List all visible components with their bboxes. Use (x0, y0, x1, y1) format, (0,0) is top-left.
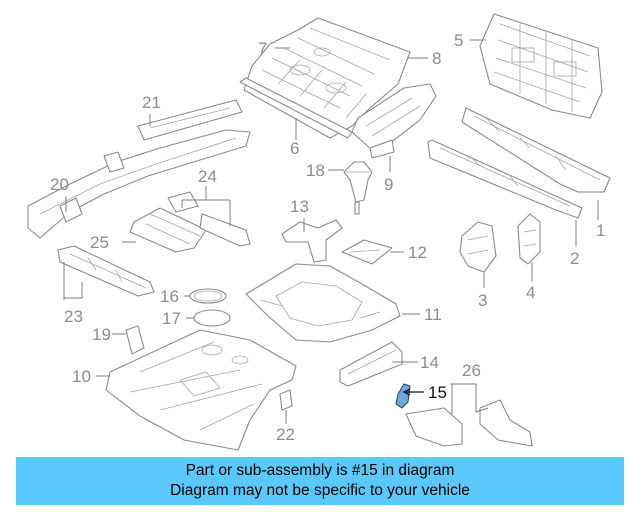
callout-18: 18 (306, 161, 325, 180)
part-y-bracket[interactable] (281, 219, 343, 263)
part-side-rail[interactable] (27, 129, 251, 239)
callout-20: 20 (50, 175, 69, 194)
callout-12: 12 (408, 243, 427, 262)
part-cover-26[interactable] (405, 399, 533, 447)
callout-1: 1 (596, 221, 605, 240)
part-rear-crossmember[interactable] (427, 107, 611, 219)
info-banner: Part or sub-assembly is #15 in diagram D… (16, 457, 624, 505)
callout-24: 24 (198, 167, 217, 186)
part-small-plate[interactable] (341, 239, 393, 265)
callout-13: 13 (290, 197, 309, 216)
callout-11: 11 (424, 305, 442, 324)
callout-22: 22 (276, 425, 295, 444)
callout-7: 7 (258, 39, 267, 58)
banner-line-2: Diagram may not be specific to your vehi… (170, 482, 470, 499)
callout-16: 16 (160, 287, 179, 306)
part-rear-floor-pan[interactable] (105, 329, 297, 451)
callout-21: 21 (142, 93, 161, 112)
part-bracket-19[interactable] (125, 325, 145, 355)
callout-19: 19 (92, 325, 111, 344)
callout-17: 17 (162, 309, 181, 328)
callout-26: 26 (462, 361, 481, 380)
part-bracket-4[interactable] (517, 213, 541, 265)
callout-numbers: 1 2 3 4 5 6 7 8 9 10 11 12 13 14 15 16 1… (50, 31, 605, 444)
part-15-bracket-highlighted[interactable] (395, 383, 424, 409)
callout-5: 5 (454, 31, 463, 50)
part-grommet-17[interactable] (193, 309, 231, 327)
part-clip-22[interactable] (279, 389, 293, 411)
part-sill-bracket[interactable] (57, 245, 155, 297)
leader-lines (63, 39, 599, 424)
part-seat-bracket[interactable] (129, 191, 251, 253)
part-rail-upper[interactable] (137, 99, 243, 141)
banner-line-1: Part or sub-assembly is #15 in diagram (185, 462, 455, 479)
callout-25: 25 (90, 233, 109, 252)
callout-2: 2 (570, 249, 579, 268)
part-bracket-3[interactable] (459, 221, 497, 273)
callout-9: 9 (384, 175, 393, 194)
callout-3: 3 (478, 291, 487, 310)
callout-15: 15 (428, 383, 447, 402)
part-spare-wheel-well[interactable] (245, 263, 401, 343)
part-rear-panel[interactable] (479, 13, 603, 119)
callout-8: 8 (432, 49, 441, 68)
callout-6: 6 (290, 139, 299, 158)
callout-4: 4 (526, 283, 535, 302)
callout-10: 10 (72, 367, 91, 386)
part-trunk-bracket[interactable] (351, 83, 437, 159)
parts-diagram: 1 2 3 4 5 6 7 8 9 10 11 12 13 14 15 16 1… (27, 13, 611, 451)
part-reinforcement-14[interactable] (339, 341, 403, 387)
part-grommet-16[interactable] (189, 288, 227, 304)
callout-23: 23 (64, 307, 83, 326)
callout-14: 14 (420, 353, 439, 372)
part-plug[interactable] (343, 161, 373, 215)
